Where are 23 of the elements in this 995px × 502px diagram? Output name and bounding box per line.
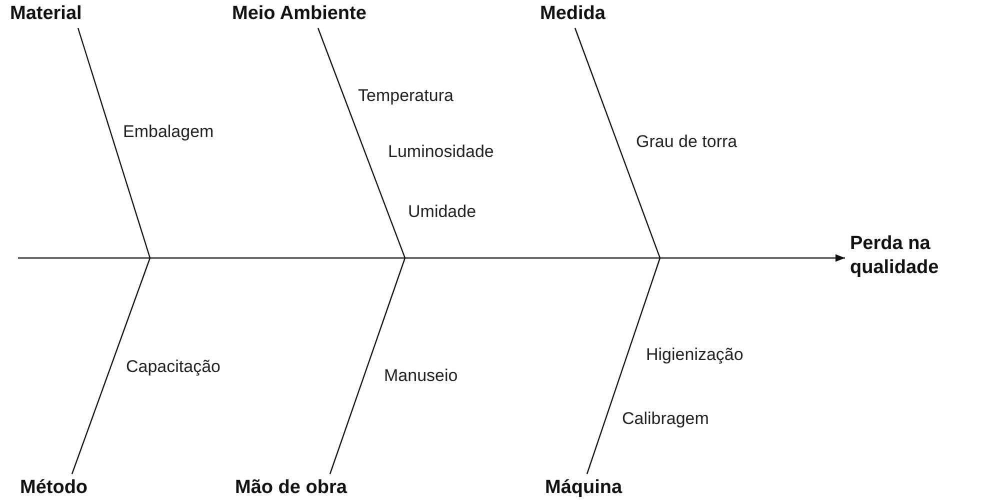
category-label: Meio Ambiente bbox=[232, 2, 366, 26]
cause-label: Capacitação bbox=[126, 357, 221, 377]
bone-line bbox=[77, 28, 151, 258]
category-label: Medida bbox=[540, 2, 606, 26]
bone-line bbox=[574, 28, 661, 258]
bone-line bbox=[586, 258, 661, 474]
cause-label: Manuseio bbox=[384, 366, 458, 386]
bone-line bbox=[329, 258, 406, 474]
bone-line bbox=[317, 28, 406, 258]
bone-line bbox=[71, 258, 151, 474]
category-label: Máquina bbox=[545, 476, 622, 500]
category-label: Mão de obra bbox=[235, 476, 347, 500]
cause-label: Temperatura bbox=[358, 86, 454, 106]
cause-label: Embalagem bbox=[123, 122, 214, 142]
cause-label: Umidade bbox=[408, 202, 476, 222]
cause-label: Grau de torra bbox=[636, 132, 738, 152]
spine-arrow bbox=[18, 254, 845, 262]
effect-label: Perda na qualidade bbox=[850, 232, 970, 280]
category-label: Material bbox=[10, 2, 82, 26]
cause-label: Higienização bbox=[646, 345, 744, 365]
cause-label: Calibragem bbox=[622, 409, 709, 429]
category-label: Método bbox=[20, 476, 88, 500]
cause-label: Luminosidade bbox=[388, 142, 494, 162]
